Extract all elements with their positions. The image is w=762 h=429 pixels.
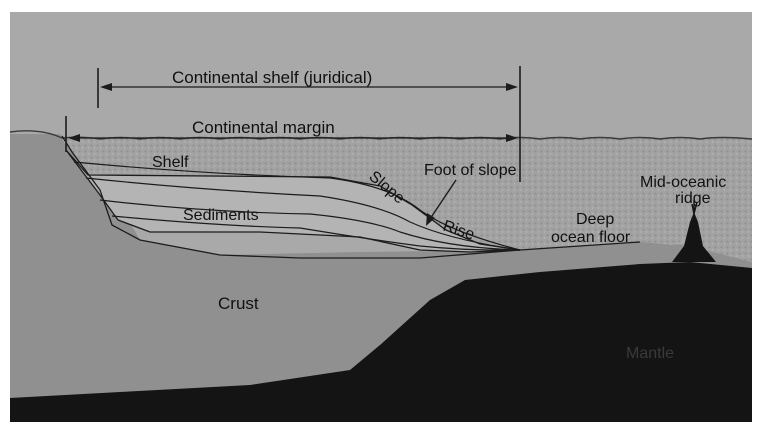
label-deep-ocean-floor-2: ocean floor [551,229,631,246]
label-foot-of-slope: Foot of slope [424,162,517,179]
label-deep-ocean-floor-1: Deep [576,211,614,228]
label-continental-shelf-juridical: Continental shelf (juridical) [172,68,372,87]
label-crust: Crust [218,294,259,313]
label-mid-oceanic-2: ridge [675,190,711,207]
label-continental-margin: Continental margin [192,118,335,137]
label-sediments: Sediments [183,207,259,224]
label-mid-oceanic-1: Mid-oceanic [640,174,726,191]
label-mantle: Mantle [626,345,674,362]
label-shelf: Shelf [152,154,189,171]
